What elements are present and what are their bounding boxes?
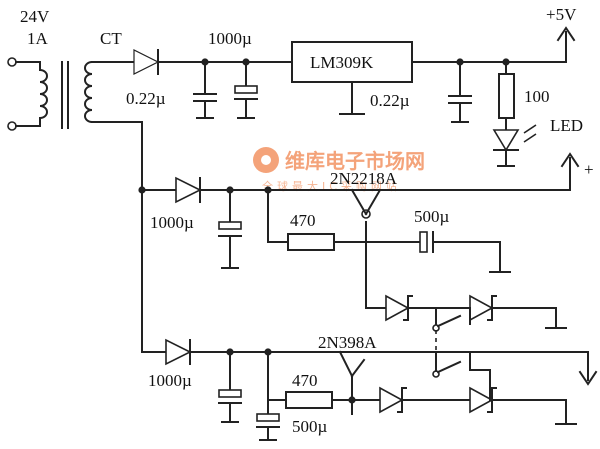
input-terminal-top <box>7 57 17 67</box>
zener-mid-1 <box>385 294 410 322</box>
label-cap-top-in: 1000µ <box>208 29 252 48</box>
zener-bottom-2 <box>469 386 494 414</box>
label-resistor-bottom: 470 <box>292 371 318 390</box>
input-terminal-bottom <box>7 121 17 131</box>
label-out-5v: +5V <box>546 5 577 24</box>
label-center-tap: CT <box>100 29 122 48</box>
label-cap-small-right: 0.22µ <box>370 91 410 110</box>
label-resistor-led: 100 <box>524 87 550 106</box>
zener-mid-2 <box>469 294 494 322</box>
zener-bottom-1 <box>379 386 404 414</box>
label-regulator: LM309K <box>310 53 374 72</box>
supply-bottom: 1000µ 500µ 470 2N398A <box>141 330 598 441</box>
watermark: 维库电子市场网 全球最大IC采购网站 <box>253 147 425 193</box>
label-cap-small-left: 0.22µ <box>126 89 166 108</box>
resistor-470-bottom <box>285 391 333 409</box>
diode-top <box>133 49 160 75</box>
label-cap-bottom-right: 500µ <box>292 417 328 436</box>
watermark-brand: 维库电子市场网 <box>285 149 425 173</box>
supply-mid: 1000µ 470 2N2218A 500µ <box>141 152 594 332</box>
supply-5v: 1000µ 0.22µ LM309K 0.22µ 100 LED +5V <box>119 5 583 167</box>
label-plus-mid: + <box>584 160 594 179</box>
label-cap-bottom: 1000µ <box>148 371 192 390</box>
resistor-470-mid <box>287 233 335 251</box>
regulator-lm309k <box>291 41 413 83</box>
label-cap-mid: 1000µ <box>150 213 194 232</box>
resistor-100 <box>498 73 515 119</box>
label-cap-mid-right: 500µ <box>414 207 450 226</box>
label-led: LED <box>550 116 583 135</box>
transformer: 24V 1A CT <box>7 7 143 131</box>
diode-mid <box>175 176 202 204</box>
label-transistor-bottom: 2N398A <box>318 333 377 352</box>
diode-bottom <box>165 338 192 366</box>
led-diode <box>492 129 520 152</box>
label-transformer-voltage: 24V <box>20 7 50 26</box>
label-transformer-current: 1A <box>27 29 49 48</box>
label-transistor-top: 2N2218A <box>330 169 398 188</box>
label-resistor-mid: 470 <box>290 211 316 230</box>
